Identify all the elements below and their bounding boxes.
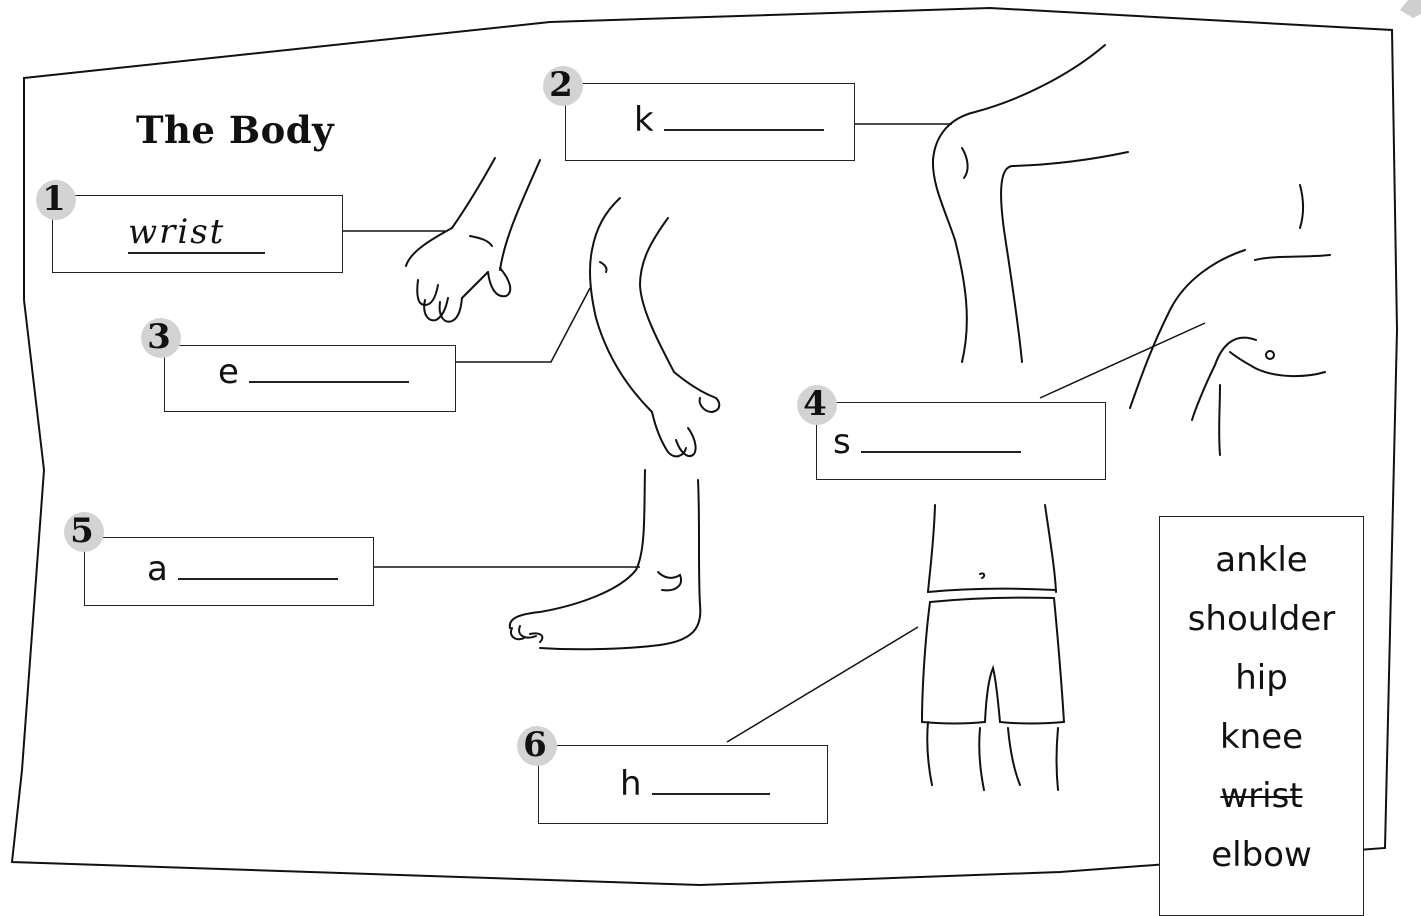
label-2-answer[interactable]: k (634, 100, 824, 140)
answer-blank-6[interactable] (652, 767, 770, 795)
label-1-answer[interactable]: wrist (128, 212, 265, 252)
number-6: 6 (523, 726, 547, 764)
hint-letter-4: s (833, 422, 851, 462)
number-badge-4: 4 (797, 385, 837, 425)
number-4: 4 (803, 385, 827, 423)
number-badge-1: 1 (36, 180, 76, 220)
number-badge-5: 5 (64, 512, 104, 552)
hint-letter-3: e (218, 352, 239, 392)
hint-letter-6: h (620, 764, 642, 804)
hint-letter-5: a (147, 549, 168, 589)
word-bank: ankle shoulder hip knee wrist elbow (1159, 516, 1364, 916)
number-badge-3: 3 (141, 318, 181, 358)
answer-blank-5[interactable] (178, 552, 338, 580)
label-5-answer[interactable]: a (147, 549, 338, 589)
number-5: 5 (70, 512, 94, 550)
number-1: 1 (42, 180, 66, 218)
answer-blank-4[interactable] (861, 425, 1021, 453)
hint-letter-2: k (634, 100, 654, 140)
label-4-answer[interactable]: s (833, 422, 1021, 462)
word-bank-item: elbow (1160, 830, 1363, 889)
handwritten-answer-1: wrist (128, 212, 265, 254)
label-3-answer[interactable]: e (218, 352, 409, 392)
word-bank-item: shoulder (1160, 594, 1363, 653)
word-bank-item-crossed: wrist (1160, 771, 1363, 830)
word-bank-item: ankle (1160, 535, 1363, 594)
word-bank-item: hip (1160, 653, 1363, 712)
answer-blank-3[interactable] (249, 355, 409, 383)
label-6-answer[interactable]: h (620, 764, 770, 804)
number-2: 2 (549, 66, 573, 104)
number-badge-6: 6 (517, 726, 557, 766)
word-bank-item: knee (1160, 712, 1363, 771)
number-badge-2: 2 (543, 66, 583, 106)
answer-blank-2[interactable] (664, 103, 824, 131)
worksheet-title: The Body (136, 108, 334, 152)
number-3: 3 (147, 318, 171, 356)
star-decoration-icon (1400, 0, 1421, 18)
